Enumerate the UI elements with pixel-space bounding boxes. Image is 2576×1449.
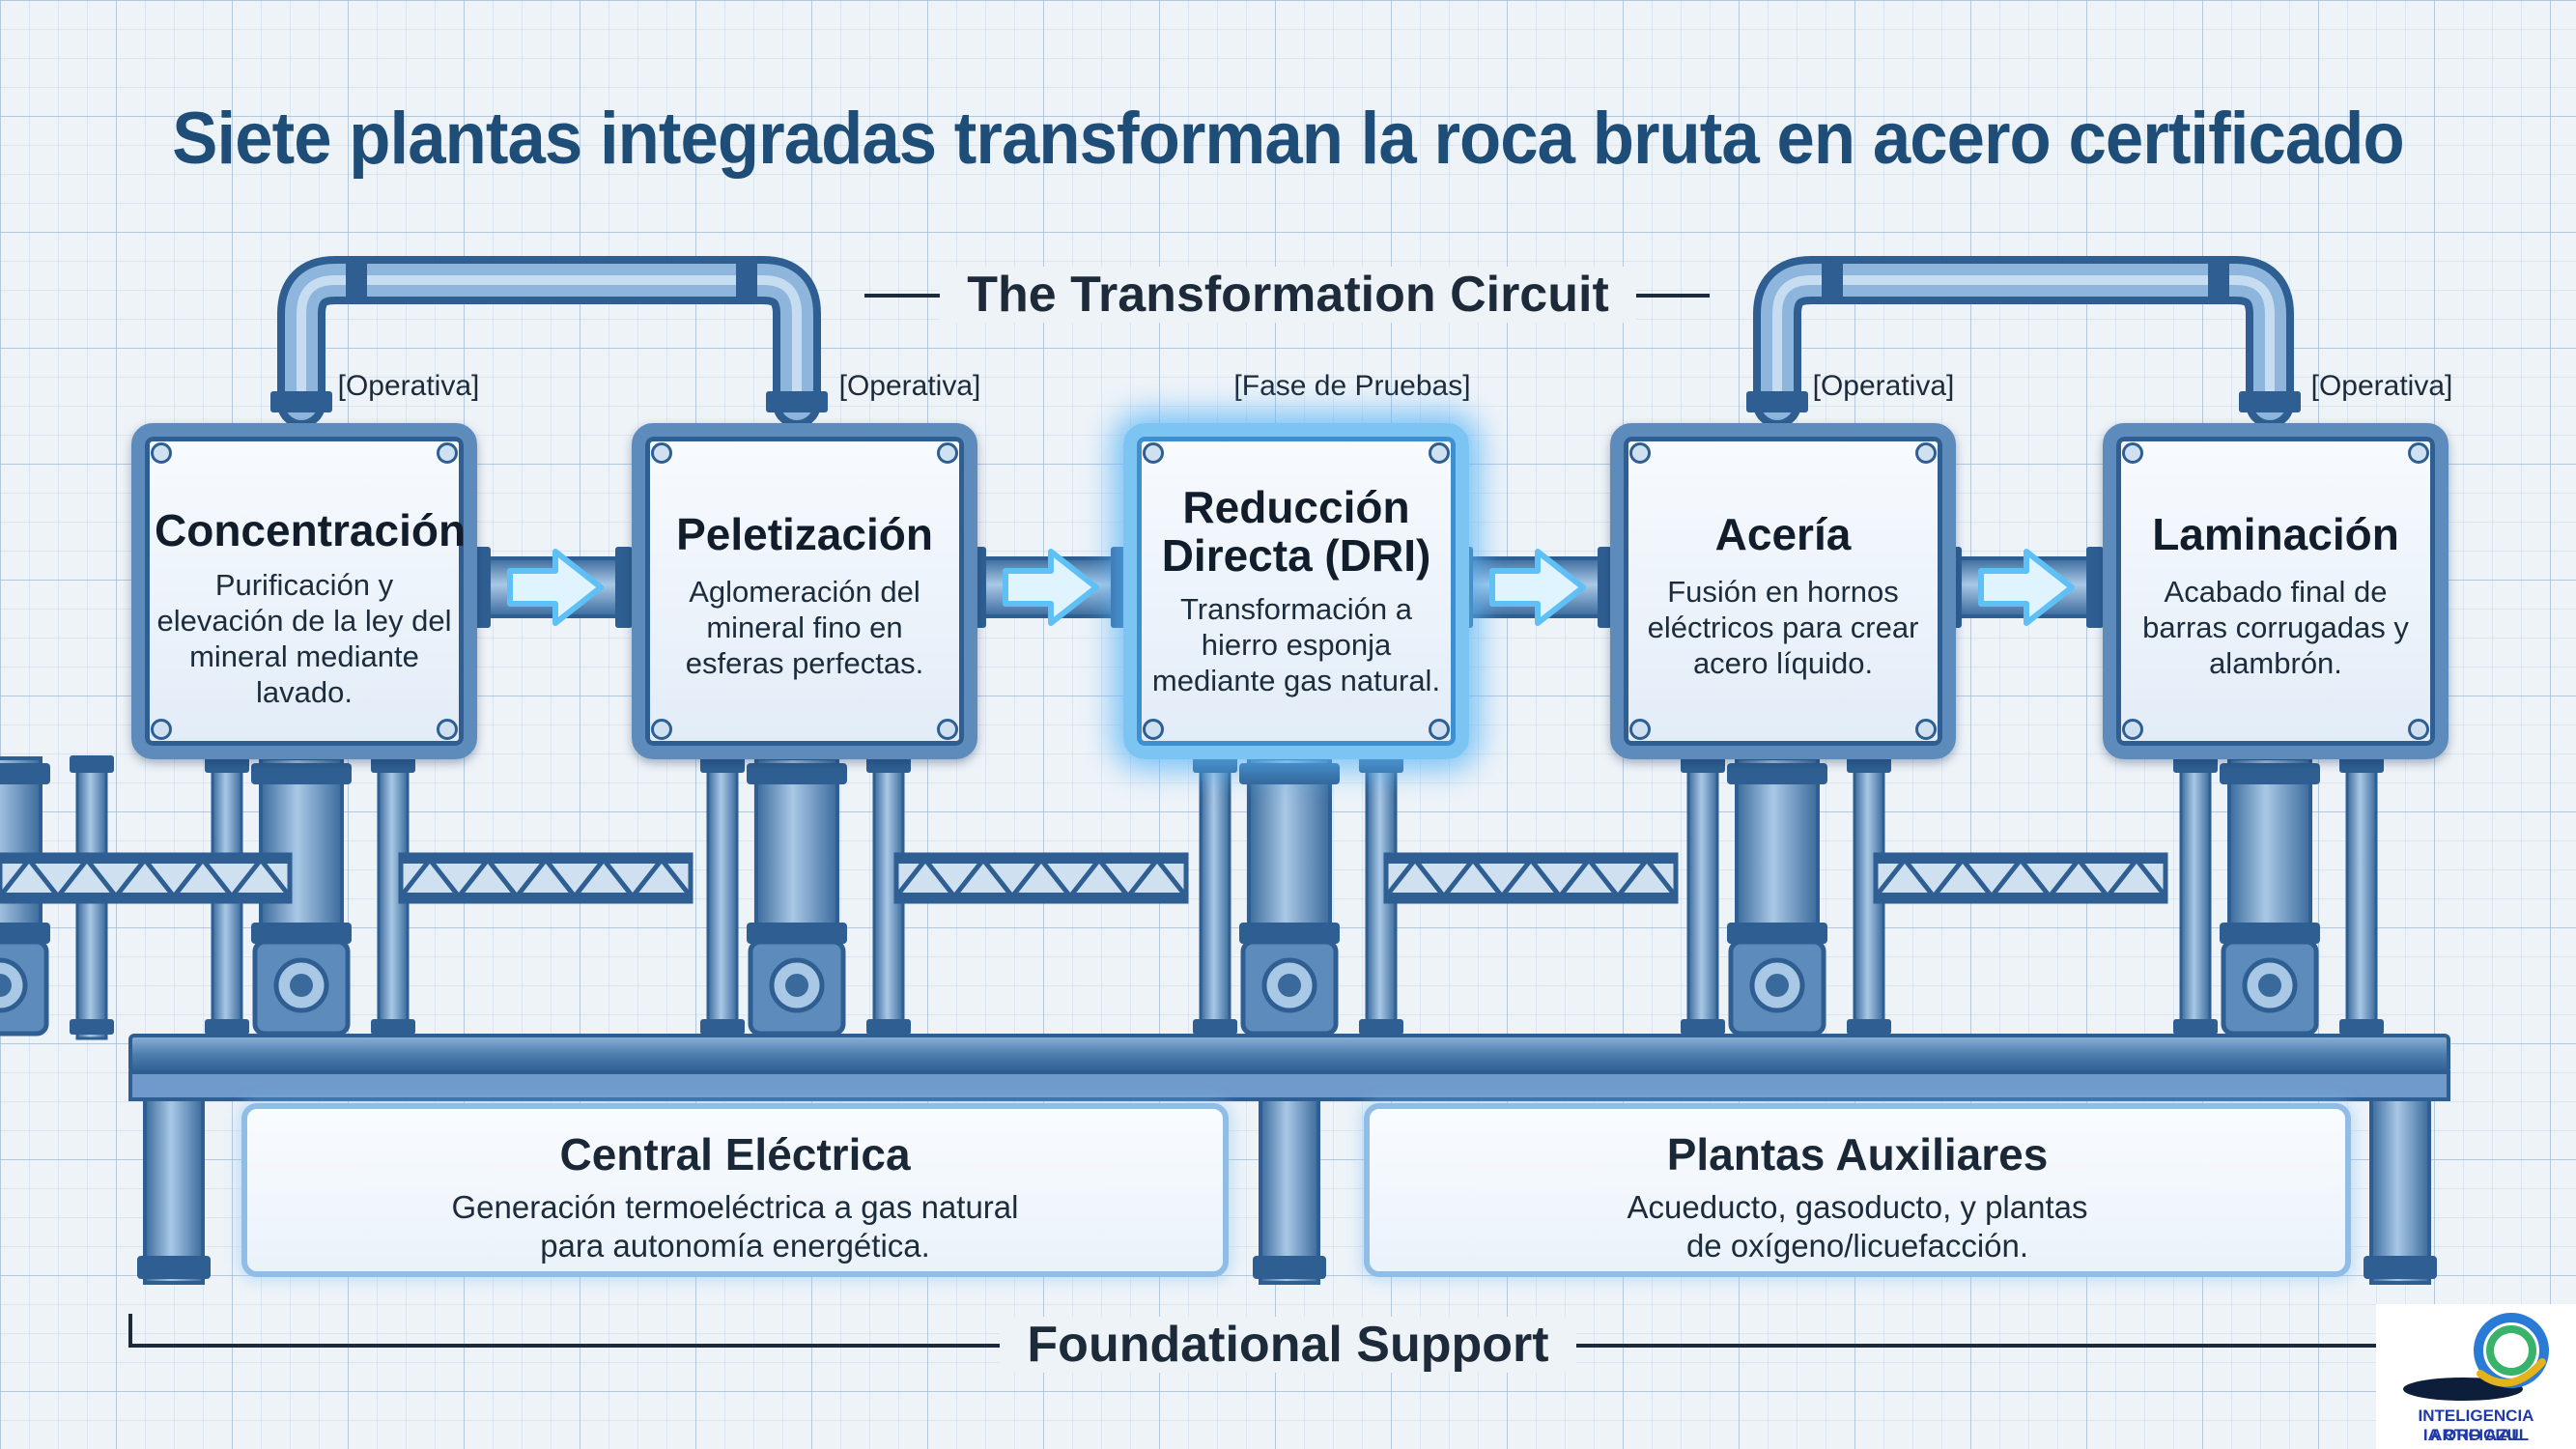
stage-name: Acería <box>1714 509 1852 559</box>
stage-description: Purificación y elevación de la ley del m… <box>156 568 452 709</box>
support-box-central-electrica: Central Eléctrica Generación termoeléctr… <box>241 1103 1229 1277</box>
main-title: Siete plantas integradas transforman la … <box>172 98 2404 180</box>
flow-arrow-icon <box>507 549 604 626</box>
circuit-heading: The Transformation Circuit <box>0 266 2576 324</box>
bolt <box>2408 442 2429 464</box>
stage-description: Acabado final de barras corrugadas y ala… <box>2142 575 2409 680</box>
flow-arrow-icon <box>1978 549 2075 626</box>
flow-arrow-icon <box>1003 549 1099 626</box>
bolt <box>651 442 672 464</box>
bolt <box>151 719 172 740</box>
status-label-3: [Fase de Pruebas] <box>1233 370 1471 402</box>
overhead-pipe-left <box>270 256 828 428</box>
stage-name: Concentración <box>155 505 467 555</box>
bolt <box>1915 719 1937 740</box>
logo-text-line1: INTELIGENCIA ARTIFICIAL <box>2418 1406 2534 1444</box>
stage-box-concentracion: Concentración Purificación y elevación d… <box>131 423 477 759</box>
bolt <box>1429 719 1450 740</box>
support-description: Acueducto, gasoducto, y plantas de oxíge… <box>1627 1189 2088 1264</box>
status-label-1: [Operativa] <box>337 370 480 402</box>
bolt <box>651 719 672 740</box>
bolt <box>1629 719 1651 740</box>
support-name: Central Eléctrica <box>559 1129 911 1179</box>
support-description: Generación termoeléctrica a gas natural … <box>451 1189 1019 1264</box>
bolt <box>151 442 172 464</box>
stage-name: Reducción Directa (DRI) <box>1161 482 1431 581</box>
overhead-pipe-right <box>1746 256 2301 428</box>
bolt <box>1915 442 1937 464</box>
bolt <box>437 719 458 740</box>
stage-description: Transformación a hierro esponja mediante… <box>1151 592 1441 697</box>
stage-description: Aglomeración del mineral fino en esferas… <box>685 575 924 680</box>
support-bracket <box>128 1314 2386 1348</box>
swirl-logo-icon <box>2403 1313 2549 1401</box>
bolt <box>437 442 458 464</box>
support-name: Plantas Auxiliares <box>1666 1129 2049 1179</box>
stage-name: Laminación <box>2152 509 2399 559</box>
stage-description: Fusión en hornos eléctricos para crear a… <box>1647 575 1919 680</box>
status-label-4: [Operativa] <box>1812 370 1955 402</box>
status-label-2: [Operativa] <box>838 370 981 402</box>
bolt <box>937 719 958 740</box>
bolt <box>1429 442 1450 464</box>
main-beam <box>128 1034 2450 1285</box>
stage-box-reduccion-directa: Reducción Directa (DRI) Transformación a… <box>1123 423 1469 759</box>
stage-box-laminacion: Laminación Acabado final de barras corru… <box>2103 423 2449 759</box>
stage-box-peletizacion: Peletización Aglomeración del mineral fi… <box>632 423 977 759</box>
bolt <box>2122 442 2143 464</box>
stage-box-aceria: Acería Fusión en hornos eléctricos para … <box>1610 423 1956 759</box>
flow-arrow-icon <box>1489 549 1586 626</box>
logo-text-line2: IA ORO AZUL <box>2422 1426 2530 1444</box>
stage-name: Peletización <box>676 509 933 559</box>
brand-logo: INTELIGENCIA ARTIFICIAL IA ORO AZUL <box>2376 1304 2576 1449</box>
bolt <box>937 442 958 464</box>
support-box-plantas-auxiliares: Plantas Auxiliares Acueducto, gasoducto,… <box>1364 1103 2351 1277</box>
bolt <box>1143 442 1164 464</box>
support-heading: Foundational Support <box>0 1316 2576 1374</box>
trusses <box>0 855 2166 901</box>
bolt <box>2122 719 2143 740</box>
bolt <box>2408 719 2429 740</box>
bolt <box>1143 719 1164 740</box>
status-label-5: [Operativa] <box>2310 370 2453 402</box>
bolt <box>1629 442 1651 464</box>
